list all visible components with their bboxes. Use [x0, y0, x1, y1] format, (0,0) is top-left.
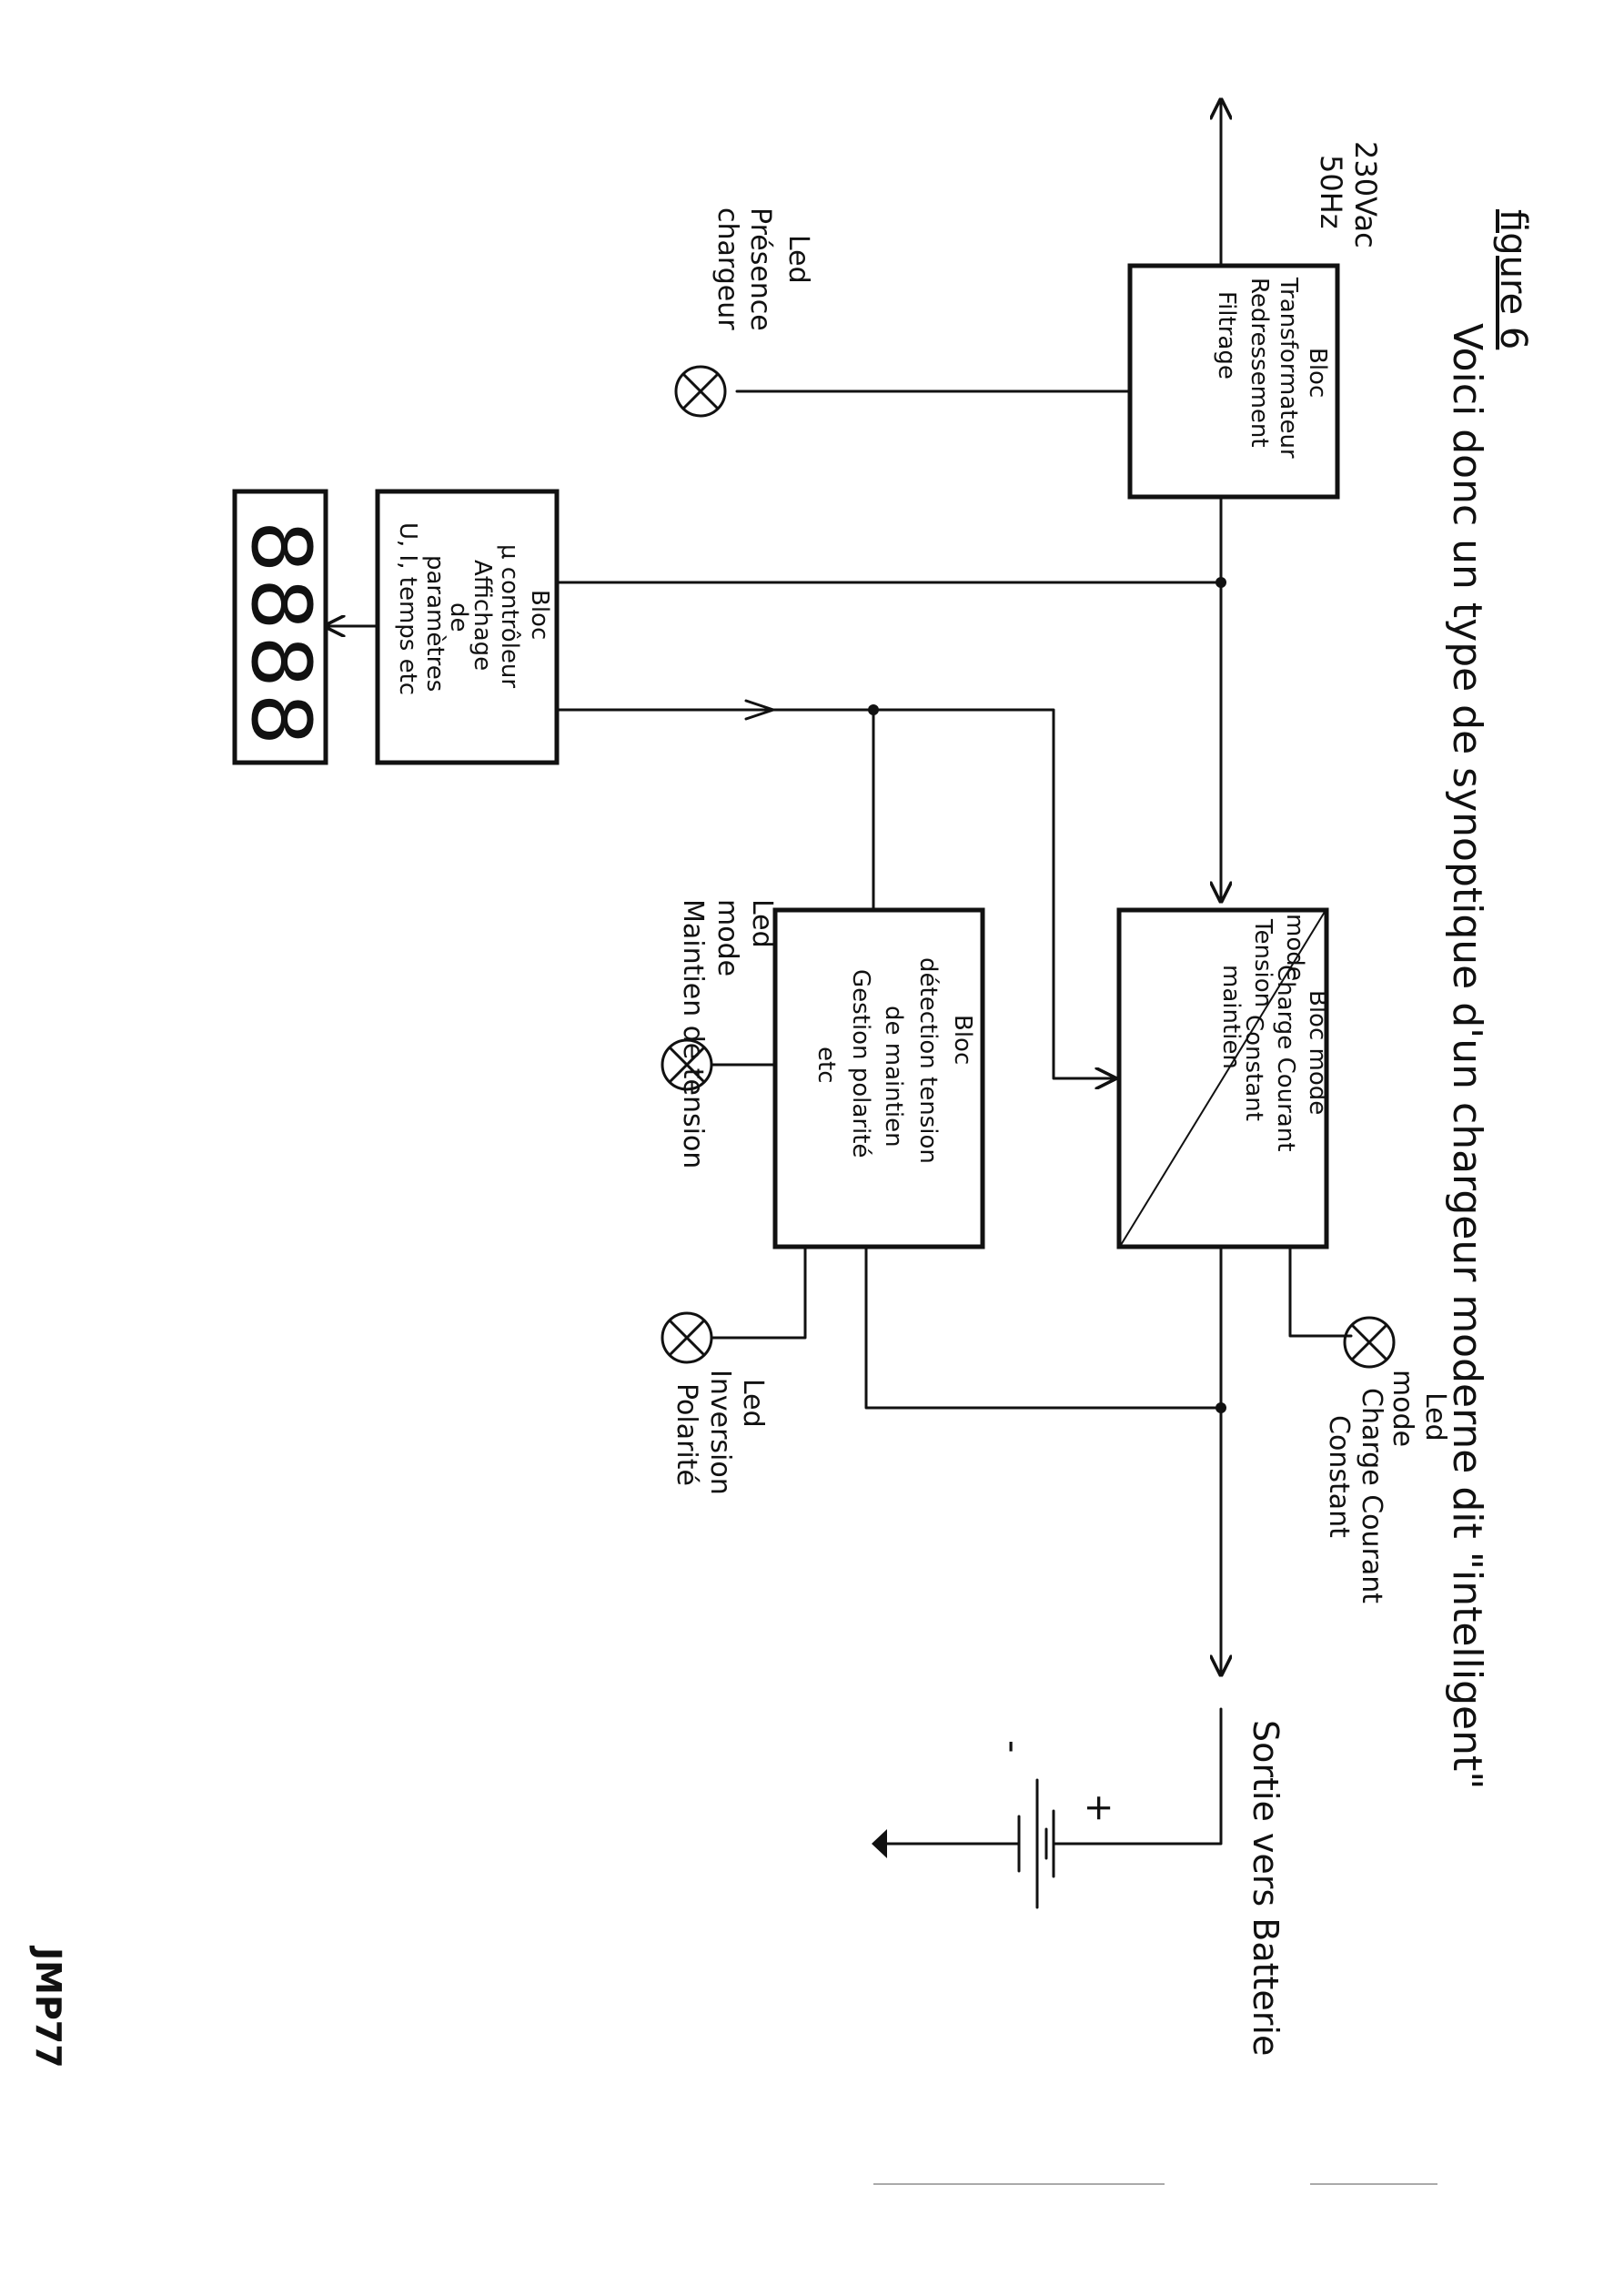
svg-text:de maintien: de maintien: [880, 1006, 907, 1148]
charge-mode-label: Bloc mode Charge Courant Constant mode T…: [1217, 914, 1331, 1151]
svg-text:paramètres: paramètres: [421, 555, 449, 692]
inversion-led-wire: [711, 1245, 807, 1340]
svg-text:détection tension: détection tension: [914, 957, 942, 1164]
battery-plus-label: +: [1078, 1793, 1120, 1824]
control-link-wire: [555, 708, 1115, 1078]
svg-text:μ contrôleur: μ contrôleur: [496, 544, 523, 688]
svg-text:Led: Led: [782, 235, 814, 284]
svg-text:Bloc mode: Bloc mode: [1304, 990, 1331, 1115]
svg-text:maintien: maintien: [1217, 965, 1245, 1069]
svg-text:Bloc: Bloc: [1304, 348, 1331, 398]
svg-text:Bloc: Bloc: [526, 590, 553, 640]
svg-text:Charge Courant: Charge Courant: [1272, 965, 1299, 1151]
svg-text:Filtrage: Filtrage: [1213, 291, 1240, 379]
svg-text:50Hz: 50Hz: [1314, 155, 1348, 229]
charge-mode-block: [1116, 907, 1329, 1249]
svg-text:Constant: Constant: [1323, 1415, 1355, 1538]
transformer-block-label: Bloc Transformateur Redressement Filtrag…: [1213, 277, 1331, 459]
detection-block-label: Bloc détection tension de maintien Gesti…: [812, 957, 976, 1164]
battery-minus-label: -: [992, 1740, 1034, 1753]
led-inversion-icon: [661, 1311, 713, 1364]
svg-text:de: de: [445, 602, 472, 632]
svg-text:Affichage: Affichage: [469, 560, 496, 671]
svg-text:Présence: Présence: [744, 207, 776, 331]
led-inversion-label: Led Inversion Polarité: [671, 1370, 769, 1495]
led-maintien-icon: [661, 1038, 713, 1091]
charge-mode-divider: [1120, 911, 1326, 1246]
ac-input-label: 230Vac 50Hz: [1314, 141, 1383, 248]
svg-text:Constant: Constant: [1240, 1015, 1267, 1121]
charge-led-wire: [1288, 1245, 1353, 1338]
battery-symbol: [885, 1707, 1223, 1909]
svg-text:Inversion: Inversion: [704, 1370, 736, 1495]
detection-block: [772, 907, 985, 1249]
svg-text:Redressement: Redressement: [1246, 278, 1273, 448]
svg-text:Led: Led: [1419, 1392, 1451, 1441]
svg-text:Tension: Tension: [1249, 918, 1276, 1007]
led-presence-label: Led Présence chargeur: [711, 207, 814, 331]
svg-text:230Vac: 230Vac: [1348, 141, 1383, 248]
figure-label: figure 6: [1492, 209, 1534, 349]
ground-icon: [872, 1829, 887, 1858]
svg-text:mode: mode: [1387, 1370, 1418, 1447]
svg-text:Charge Courant: Charge Courant: [1356, 1388, 1387, 1603]
transformer-block: [1127, 263, 1340, 500]
svg-text:Led: Led: [746, 899, 778, 948]
svg-text:Polarité: Polarité: [671, 1383, 702, 1486]
svg-text:mode: mode: [711, 899, 743, 976]
svg-text:U, I, temps etc: U, I, temps etc: [394, 522, 421, 695]
svg-text:Bloc: Bloc: [949, 1015, 976, 1065]
display-panel: [232, 489, 328, 765]
svg-text:chargeur: chargeur: [711, 207, 743, 330]
feedback-arrowhead: [744, 699, 775, 721]
controller-block-label: Bloc μ contrôleur Affichage de paramètre…: [394, 522, 553, 695]
svg-text:Transformateur: Transformateur: [1275, 277, 1302, 459]
svg-text:Gestion polarité: Gestion polarité: [847, 969, 874, 1158]
output-label: Sortie vers Batterie: [1246, 1720, 1286, 2056]
svg-text:mode: mode: [1281, 914, 1308, 981]
led-charge-label: Led mode Charge Courant Constant: [1323, 1370, 1451, 1603]
svg-text:etc: etc: [812, 1047, 840, 1084]
detection-sense-wire: [864, 1245, 1223, 1410]
author-signature: JMP77: [28, 1945, 68, 2068]
led-maintien-label: Led mode Maintien de tension: [677, 899, 778, 1168]
display-digits: 8888: [233, 521, 328, 751]
led-presence-icon: [674, 365, 727, 418]
svg-text:Maintien de tension: Maintien de tension: [677, 899, 709, 1168]
svg-text:Led: Led: [737, 1379, 769, 1428]
led-charge-icon: [1343, 1316, 1396, 1369]
diagram-title: Voici donc un type de synoptique d'un ch…: [1444, 323, 1490, 1789]
feedback-junction: [868, 704, 879, 715]
